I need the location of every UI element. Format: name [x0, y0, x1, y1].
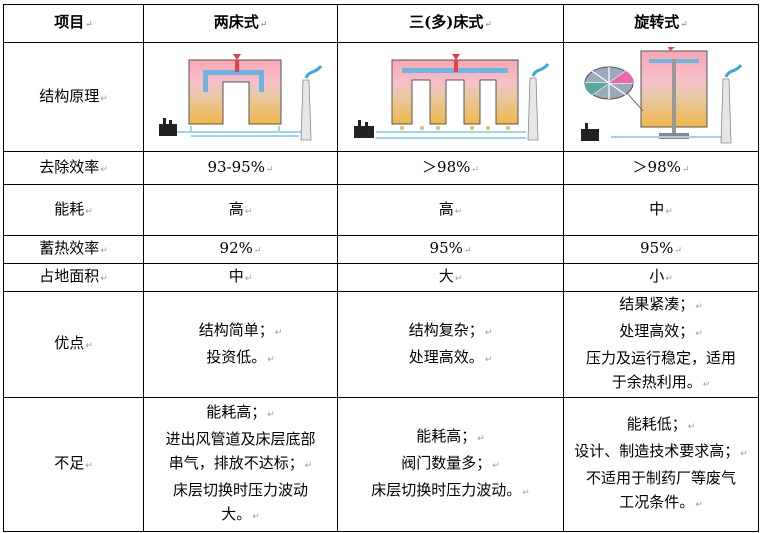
pros-multi-bed-line: 处理高效。↵ [408, 347, 493, 366]
row-label-principle: 结构原理↵ [3, 42, 144, 152]
row-pros: 优点↵ 结构简单；↵ 投资低。↵ 结构复杂；↵ 处理高效。↵ 结果紧凑；↵ 处理… [3, 291, 759, 398]
area-two-bed: 中↵ [143, 263, 338, 292]
area-rotary: 小↵ [563, 263, 759, 292]
pros-rotary-line: 结果紧凑；↵ [619, 295, 703, 313]
cons-rotary: 能耗低；↵ 设计、制造技术要求高；↵ 不适用于制药厂等废气 工况条件。↵ [563, 397, 759, 532]
pros-rotary: 结果紧凑；↵ 处理高效；↵ 压力及运行稳定，适用 于余热利用。↵ [563, 291, 759, 398]
energy-two-bed: 高↵ [143, 184, 338, 236]
two-bed-diagram-cell [143, 42, 338, 152]
energy-multi-bed: 高↵ [337, 184, 564, 236]
pros-two-bed: 结构简单；↵ 投资低。↵ [143, 291, 338, 398]
heat-multi-bed: 95%↵ [337, 235, 564, 264]
cons-multi-bed-line: 床层切换时压力波动。↵ [371, 481, 530, 499]
cons-multi-bed-line: 阀门数量多；↵ [401, 454, 500, 472]
cons-two-bed-line: 能耗高；↵ [206, 403, 275, 421]
pros-rotary-line: 处理高效；↵ [619, 322, 703, 340]
row-label-area: 占地面积↵ [3, 263, 144, 292]
row-label-pros: 优点↵ [3, 291, 144, 398]
multi-bed-diagram-cell [337, 42, 564, 152]
header-multi-bed: 三(多)床式↵ [337, 4, 564, 43]
row-principle: 结构原理↵ [3, 42, 759, 152]
pros-two-bed-line: 结构简单；↵ [198, 320, 283, 339]
cons-two-bed-line: 串气，排放不达标；↵ [168, 454, 313, 472]
energy-rotary: 中↵ [563, 184, 759, 236]
pros-two-bed-line: 投资低。↵ [206, 347, 275, 366]
row-cons: 不足↵ 能耗高；↵ 进出风管道及床层底部 串气，排放不达标；↵ 床层切换时压力波… [3, 397, 759, 532]
rotary-diagram-cell [563, 42, 759, 152]
row-label-energy: 能耗↵ [3, 184, 144, 236]
rotary-rto-diagram [581, 47, 743, 144]
efficiency-rotary: ＞98%↵ [563, 151, 759, 185]
cons-multi-bed: 能耗高；↵ 阀门数量多；↵ 床层切换时压力波动。↵ [337, 397, 564, 532]
cons-rotary-line: 工况条件。↵ [619, 493, 703, 511]
cons-rotary-line: 设计、制造技术要求高；↵ [574, 442, 748, 460]
row-label-efficiency: 去除效率↵ [3, 151, 144, 185]
row-efficiency: 去除效率↵ 93-95%↵ ＞98%↵ ＞98%↵ [3, 151, 759, 185]
cons-two-bed-line: 进出风管道及床层底部 [165, 430, 316, 448]
pros-rotary-line: 于余热利用。↵ [611, 373, 711, 391]
cons-two-bed-line: 大。↵ [221, 505, 260, 523]
header-row: 项目↵ 两床式↵ 三(多)床式↵ 旋转式↵ [3, 4, 759, 43]
header-two-bed: 两床式↵ [143, 4, 338, 43]
row-area: 占地面积↵ 中↵ 大↵ 小↵ [3, 263, 759, 292]
cons-rotary-line: 不适用于制药厂等废气 [585, 469, 736, 487]
comparison-table: 项目↵ 两床式↵ 三(多)床式↵ 旋转式↵ 结构原理↵ [3, 4, 759, 532]
row-energy: 能耗↵ 高↵ 高↵ 中↵ [3, 184, 759, 236]
cons-two-bed: 能耗高；↵ 进出风管道及床层底部 串气，排放不达标；↵ 床层切换时压力波动 大。… [143, 397, 338, 532]
efficiency-multi-bed: ＞98%↵ [337, 151, 564, 185]
header-rotary: 旋转式↵ [563, 4, 759, 43]
two-bed-rto-diagram [158, 54, 322, 141]
row-label-cons: 不足↵ [3, 397, 144, 532]
row-heat-efficiency: 蓄热效率↵ 92%↵ 95%↵ 95%↵ [3, 235, 759, 264]
heat-rotary: 95%↵ [563, 235, 759, 264]
cons-multi-bed-line: 能耗高；↵ [416, 427, 485, 445]
efficiency-two-bed: 93-95%↵ [143, 151, 338, 185]
header-item: 项目↵ [3, 4, 144, 43]
row-label-heat: 蓄热效率↵ [3, 235, 144, 264]
pros-multi-bed-line: 结构复杂；↵ [408, 320, 493, 339]
heat-two-bed: 92%↵ [143, 235, 338, 264]
cons-rotary-line: 能耗低；↵ [626, 415, 696, 433]
pros-multi-bed: 结构复杂；↵ 处理高效。↵ [337, 291, 564, 398]
area-multi-bed: 大↵ [337, 263, 564, 292]
cons-two-bed-line: 床层切换时压力波动 [172, 481, 308, 499]
pros-rotary-line: 压力及运行稳定，适用 [585, 349, 736, 367]
multi-bed-rto-diagram [353, 54, 549, 141]
